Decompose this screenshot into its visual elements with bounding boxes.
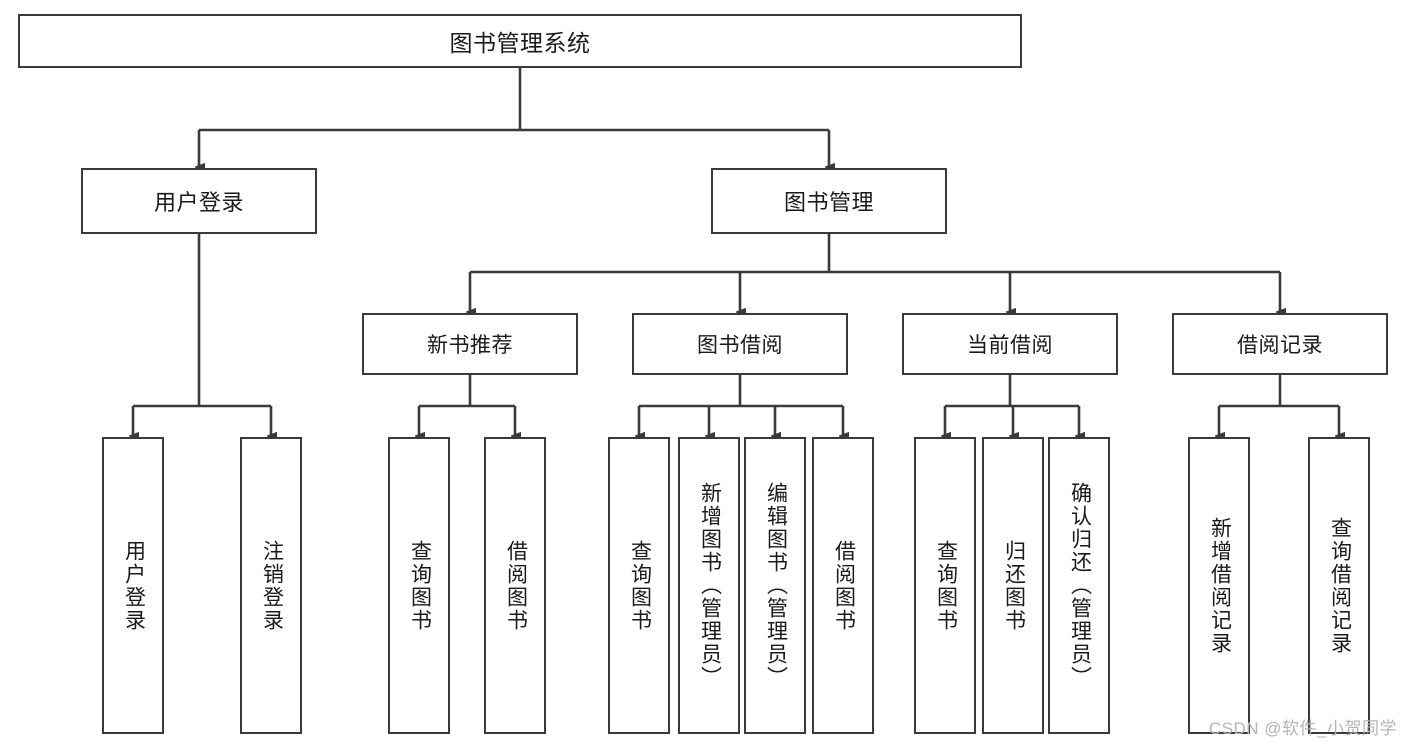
node-leaf-user-login[interactable]: 用户登录 — [102, 437, 164, 734]
node-label-root: 图书管理系统 — [449, 30, 591, 56]
node-label-leaf-user-login: 用户登录 — [122, 539, 146, 632]
node-leaf-add-book[interactable]: 新增图书（管理员） — [678, 437, 740, 734]
node-borrow-record[interactable]: 借阅记录 — [1172, 313, 1388, 375]
node-leaf-confirm[interactable]: 确认归还（管理员） — [1048, 437, 1110, 734]
node-book-manage[interactable]: 图书管理 — [711, 168, 947, 234]
node-label-leaf-add-book: 新增图书（管理员） — [698, 482, 722, 689]
node-label-leaf-query-rec: 查询借阅记录 — [1328, 516, 1352, 655]
node-label-new-book-rec: 新书推荐 — [427, 334, 513, 357]
node-leaf-edit-book[interactable]: 编辑图书（管理员） — [744, 437, 806, 734]
node-leaf-add-rec[interactable]: 新增借阅记录 — [1188, 437, 1250, 734]
node-leaf-query-1[interactable]: 查询图书 — [388, 437, 450, 734]
node-label-leaf-return: 归还图书 — [1002, 539, 1026, 632]
node-leaf-query-3[interactable]: 查询图书 — [914, 437, 976, 734]
node-root[interactable]: 图书管理系统 — [18, 14, 1022, 68]
node-leaf-logout[interactable]: 注销登录 — [240, 437, 302, 734]
node-label-leaf-borrow-1: 借阅图书 — [504, 539, 528, 632]
node-leaf-return[interactable]: 归还图书 — [982, 437, 1044, 734]
node-label-leaf-borrow-2: 借阅图书 — [832, 539, 856, 632]
node-label-book-borrow: 图书借阅 — [697, 334, 783, 357]
node-leaf-borrow-1[interactable]: 借阅图书 — [484, 437, 546, 734]
node-book-borrow[interactable]: 图书借阅 — [632, 313, 848, 375]
node-leaf-query-rec[interactable]: 查询借阅记录 — [1308, 437, 1370, 734]
node-label-current-borrow: 当前借阅 — [967, 334, 1053, 357]
node-user-login[interactable]: 用户登录 — [81, 168, 317, 234]
node-label-leaf-edit-book: 编辑图书（管理员） — [764, 482, 788, 689]
node-leaf-query-2[interactable]: 查询图书 — [608, 437, 670, 734]
node-current-borrow[interactable]: 当前借阅 — [902, 313, 1118, 375]
node-label-user-login: 用户登录 — [153, 190, 244, 215]
node-new-book-rec[interactable]: 新书推荐 — [362, 313, 578, 375]
node-label-book-manage: 图书管理 — [783, 190, 874, 215]
node-label-leaf-query-2: 查询图书 — [628, 539, 652, 632]
node-label-borrow-record: 借阅记录 — [1237, 334, 1323, 357]
node-label-leaf-confirm: 确认归还（管理员） — [1068, 482, 1092, 689]
connector-group — [133, 68, 1339, 436]
node-label-leaf-query-1: 查询图书 — [408, 539, 432, 632]
node-label-leaf-add-rec: 新增借阅记录 — [1208, 516, 1232, 655]
node-label-leaf-query-3: 查询图书 — [934, 539, 958, 632]
node-label-leaf-logout: 注销登录 — [260, 539, 284, 632]
node-leaf-borrow-2[interactable]: 借阅图书 — [812, 437, 874, 734]
